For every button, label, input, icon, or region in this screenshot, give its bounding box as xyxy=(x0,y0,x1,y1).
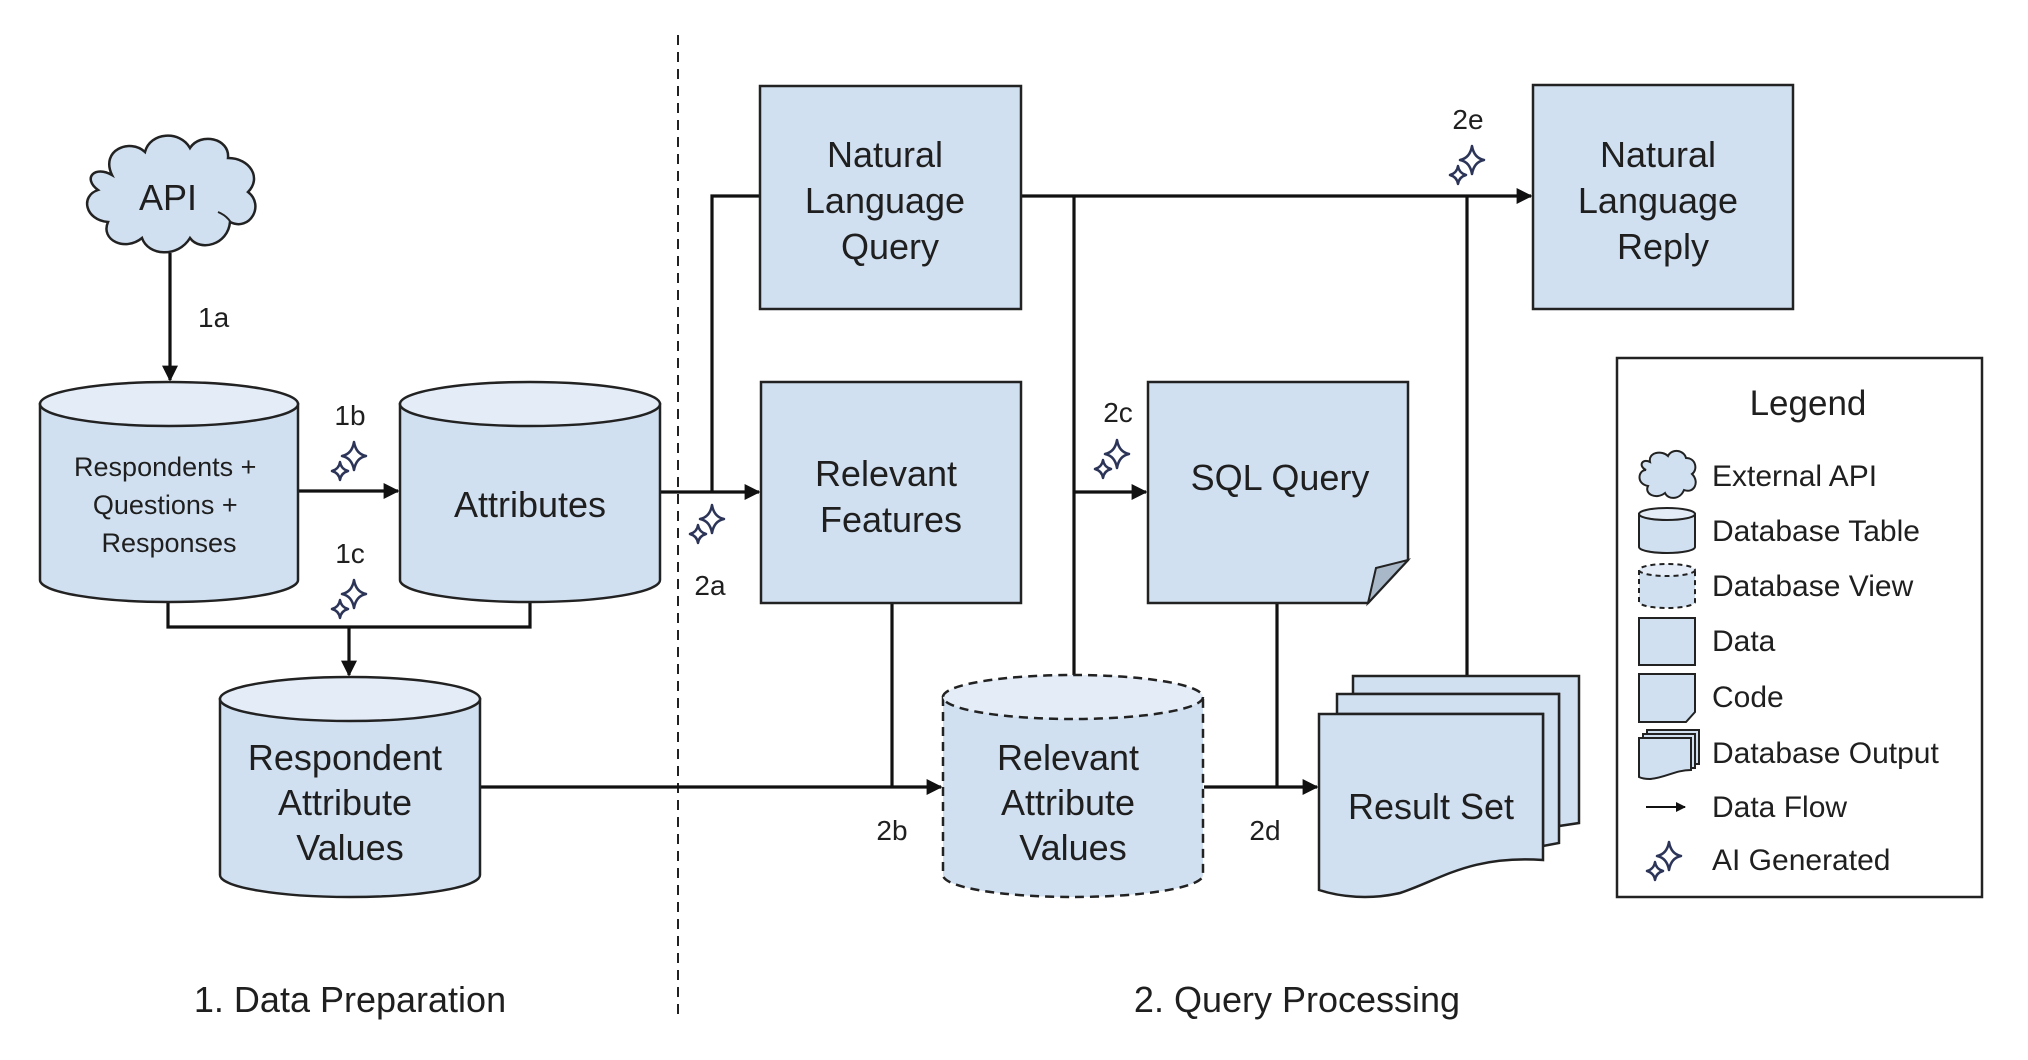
nlr-line-1: Natural xyxy=(1600,134,1716,175)
nlr-line-2: Language xyxy=(1578,180,1738,221)
attributes-table-node: Attributes xyxy=(398,380,662,604)
legend-label-database-output: Database Output xyxy=(1712,737,1939,770)
relevant-features-node: Relevant Features xyxy=(759,380,1023,605)
legend-item-data-flow: Data Flow xyxy=(1646,791,1847,824)
relav-line-1: Relevant xyxy=(997,737,1139,778)
svg-text:Respondent Attribute: Respondent Attribute Values xyxy=(248,737,452,868)
step-label-1a: 1a xyxy=(198,302,230,333)
folded-page-icon xyxy=(1638,673,1696,723)
legend: Legend External API Database Table Datab… xyxy=(1615,356,1984,899)
api-label: API xyxy=(139,177,197,218)
relav-line-2: Attribute xyxy=(1001,782,1135,823)
sparkle-icon-2c xyxy=(1093,438,1131,480)
sql-query-label: SQL Query xyxy=(1191,457,1370,498)
step-label-2c: 2c xyxy=(1103,397,1133,428)
step-label-2a: 2a xyxy=(694,570,726,601)
legend-item-code: Code xyxy=(1638,673,1784,723)
sql-query-node: SQL Query xyxy=(1146,380,1412,607)
svg-text:Relevant Attribute: Relevant Attribute Values xyxy=(997,737,1149,868)
step-label-2e: 2e xyxy=(1452,104,1483,135)
data-flow-lines xyxy=(162,188,1533,795)
legend-item-external-api: External API xyxy=(1638,450,1877,499)
legend-label-external-api: External API xyxy=(1712,460,1877,493)
legend-label-data: Data xyxy=(1712,625,1776,658)
step-label-1b: 1b xyxy=(334,400,365,431)
sparkle-icon-2e xyxy=(1448,144,1486,186)
sparkle-icon-1b xyxy=(330,440,368,482)
stacked-pages-icon xyxy=(1638,729,1700,781)
svg-text:Natural Language R: Natural Language Reply xyxy=(1578,134,1748,267)
natural-language-query-node: Natural Language Query xyxy=(758,84,1023,311)
step-label-2d: 2d xyxy=(1249,815,1280,846)
rf-line-1: Relevant xyxy=(815,453,957,494)
rav-line-3: Values xyxy=(296,827,403,868)
respondents-line-1: Respondents + xyxy=(74,452,256,482)
nlr-line-3: Reply xyxy=(1617,226,1709,267)
respondents-table-node: Respondents + Questions + Responses xyxy=(38,380,300,604)
relevant-attribute-values-node: Relevant Attribute Values xyxy=(941,673,1205,899)
step-label-1c: 1c xyxy=(335,538,365,569)
step-label-2b: 2b xyxy=(876,815,907,846)
legend-label-code: Code xyxy=(1712,681,1784,714)
legend-label-database-view: Database View xyxy=(1712,570,1914,603)
nlq-line-2: Language xyxy=(805,180,965,221)
respondents-line-2: Questions + xyxy=(93,490,238,520)
sparkle-icon-1c xyxy=(330,578,368,620)
section-title-data-preparation: 1. Data Preparation xyxy=(194,979,506,1020)
legend-item-database-output: Database Output xyxy=(1638,729,1939,781)
api-node: API xyxy=(85,134,257,254)
legend-item-data: Data xyxy=(1638,617,1776,666)
svg-text:Natural Language Q: Natural Language Query xyxy=(805,134,975,267)
legend-item-ai-generated: AI Generated xyxy=(1645,840,1890,882)
rectangle-icon xyxy=(1638,617,1696,666)
legend-item-database-view: Database View xyxy=(1638,563,1914,609)
page-fold-icon xyxy=(1366,558,1412,607)
relav-line-3: Values xyxy=(1019,827,1126,868)
svg-text:Relevant Features: Relevant Features xyxy=(815,453,967,540)
flow-1c-join xyxy=(166,603,532,629)
legend-title: Legend xyxy=(1750,384,1867,423)
result-set-label: Result Set xyxy=(1348,786,1514,827)
dashed-cylinder-icon xyxy=(1638,569,1696,609)
legend-label-ai-generated: AI Generated xyxy=(1712,844,1890,877)
respondent-attribute-values-node: Respondent Attribute Values xyxy=(218,675,482,899)
rav-line-2: Attribute xyxy=(278,782,412,823)
svg-text:Respondents + Questions: Respondents + Questions + Responses xyxy=(74,452,264,558)
rav-line-1: Respondent xyxy=(248,737,442,778)
flow-2a-nlq-branch xyxy=(710,194,760,492)
rf-line-2: Features xyxy=(820,499,962,540)
legend-label-data-flow: Data Flow xyxy=(1712,791,1847,824)
nlq-line-1: Natural xyxy=(827,134,943,175)
section-title-query-processing: 2. Query Processing xyxy=(1134,979,1460,1020)
respondents-line-3: Responses xyxy=(101,528,236,558)
natural-language-reply-node: Natural Language Reply xyxy=(1531,83,1795,311)
legend-label-database-table: Database Table xyxy=(1712,515,1920,548)
nlq-line-3: Query xyxy=(841,226,939,267)
cloud-icon xyxy=(1638,450,1697,499)
result-set-node: Result Set xyxy=(1317,674,1581,899)
attributes-label: Attributes xyxy=(454,484,606,525)
legend-item-database-table: Database Table xyxy=(1638,507,1920,554)
cylinder-icon xyxy=(1638,513,1696,554)
sparkle-icon-2a xyxy=(688,503,726,545)
